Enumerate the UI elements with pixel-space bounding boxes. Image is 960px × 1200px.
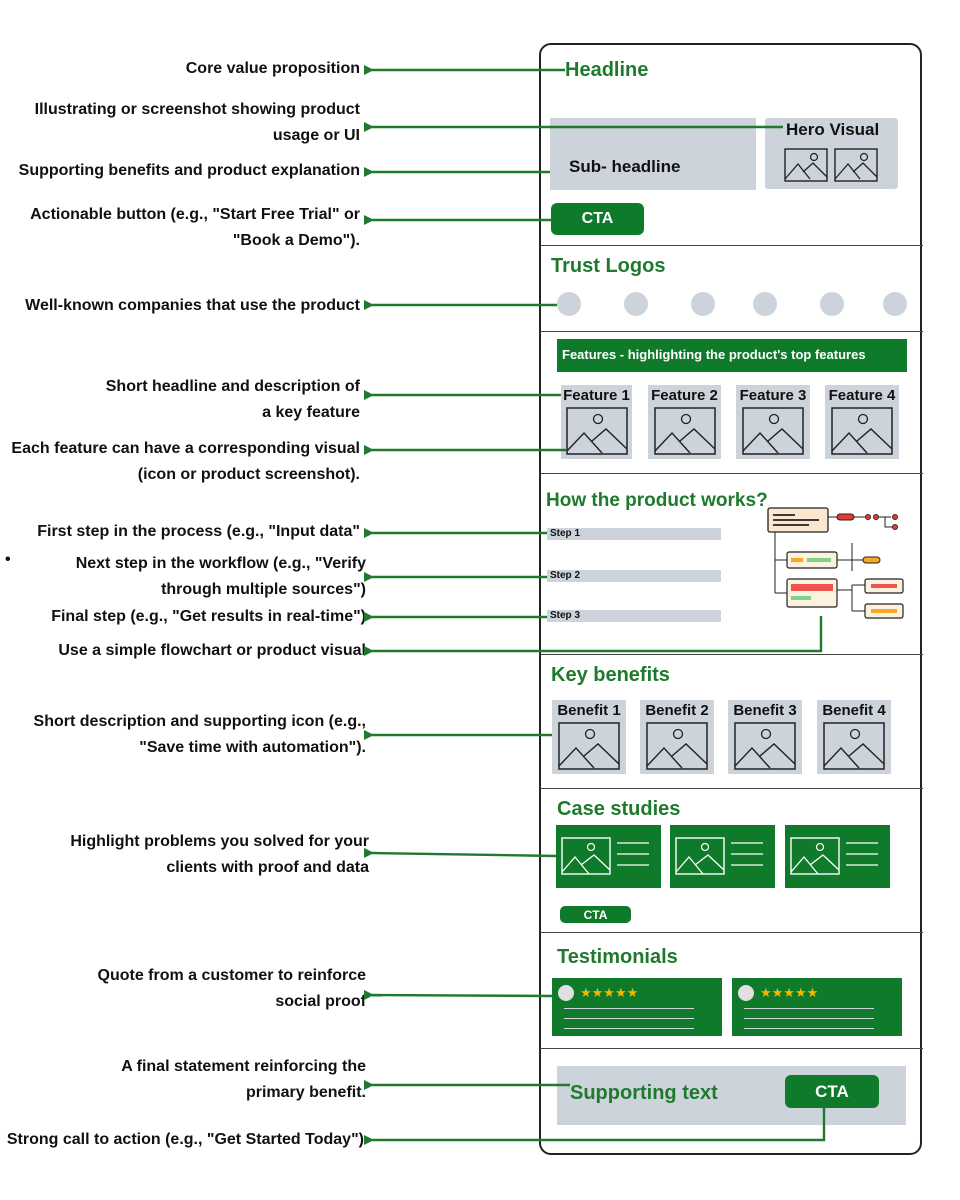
- case-study-image-icon: [561, 837, 649, 875]
- benefit-card: Benefit 2: [640, 700, 714, 774]
- arrow-case-studies: [363, 847, 557, 858]
- flowchart-illustration: [767, 507, 904, 619]
- hero-visual-label: Hero Visual: [786, 120, 880, 139]
- section-divider: [540, 788, 923, 789]
- benefit-image-icon: [734, 722, 796, 770]
- hero-visual-box: Hero Visual: [765, 118, 898, 189]
- annotation-trust-logos: Well-known companies that use the produc…: [25, 297, 360, 314]
- hero-image-icon: [834, 148, 878, 182]
- annotation-final-cta: Strong call to action (e.g., "Get Starte…: [6, 1131, 364, 1148]
- benefit-image-icon: [646, 722, 708, 770]
- case-study-image-icon: [790, 837, 878, 875]
- annotation-hero-visual: Illustrating or screenshot showing produ…: [34, 101, 360, 144]
- final-cta-button[interactable]: CTA: [785, 1075, 879, 1108]
- sub-headline-box: Sub- headline: [550, 118, 756, 190]
- annotation-step-1: First step in the process (e.g., "Input …: [37, 523, 360, 540]
- annotation-sub-headline: Supporting benefits and product explanat…: [18, 162, 360, 179]
- feature-card-label: Feature 2: [651, 387, 718, 404]
- hero-cta-button[interactable]: CTA: [551, 203, 644, 235]
- feature-image-icon: [742, 407, 804, 455]
- benefit-image-icon: [558, 722, 620, 770]
- features-banner-label: Features - highlighting the product's to…: [562, 347, 866, 362]
- quote-line: [564, 1018, 694, 1019]
- sub-headline-label: Sub- headline: [569, 157, 681, 176]
- trust-logos-title: Trust Logos: [551, 255, 666, 277]
- avatar: [738, 985, 754, 1001]
- bullet-point: •: [5, 551, 11, 568]
- annotation-feature-visual: Each feature can have a corresponding vi…: [11, 440, 360, 483]
- feature-card: Feature 4: [825, 385, 899, 459]
- annotation-flowchart: Use a simple flowchart or product visual: [58, 642, 366, 659]
- benefit-card: Benefit 4: [817, 700, 891, 774]
- step-bar: Step 3: [547, 610, 721, 622]
- annotation-step-3: Final step (e.g., "Get results in real-t…: [51, 608, 366, 625]
- feature-card-label: Feature 1: [563, 387, 630, 404]
- benefit-card-label: Benefit 4: [822, 702, 886, 719]
- case-studies-title: Case studies: [557, 798, 681, 820]
- case-study-card: [785, 825, 890, 888]
- case-study-card: [556, 825, 661, 888]
- benefit-card-label: Benefit 3: [733, 702, 797, 719]
- company-logo-placeholder: [820, 292, 844, 316]
- quote-line: [744, 1028, 874, 1029]
- feature-card: Feature 1: [561, 385, 632, 459]
- testimonials-title: Testimonials: [557, 946, 678, 968]
- feature-card: Feature 2: [648, 385, 721, 459]
- benefit-card-label: Benefit 1: [557, 702, 621, 719]
- annotation-benefits: Short description and supporting icon (e…: [33, 713, 366, 756]
- quote-line: [744, 1018, 874, 1019]
- section-divider: [540, 654, 923, 655]
- section-divider: [540, 331, 923, 332]
- feature-image-icon: [831, 407, 893, 455]
- quote-line: [564, 1008, 694, 1009]
- feature-card: Feature 3: [736, 385, 810, 459]
- feature-image-icon: [566, 407, 628, 455]
- step-bar: Step 1: [547, 528, 721, 540]
- key-benefits-title: Key benefits: [551, 664, 670, 686]
- benefit-image-icon: [823, 722, 885, 770]
- rating-stars: ★★★★★: [760, 985, 819, 1000]
- testimonial-card: ★★★★★: [732, 978, 902, 1036]
- quote-line: [564, 1028, 694, 1029]
- section-divider: [540, 932, 923, 933]
- feature-card-label: Feature 4: [828, 387, 896, 404]
- annotation-step-2: Next step in the workflow (e.g., "Verify…: [75, 555, 366, 598]
- case-study-card: [670, 825, 775, 888]
- testimonial-card: ★★★★★: [552, 978, 722, 1036]
- headline-label: Headline: [565, 59, 649, 81]
- company-logo-placeholder: [691, 292, 715, 316]
- company-logo-placeholder: [557, 292, 581, 316]
- hero-image-icon: [784, 148, 828, 182]
- supporting-text: Supporting text: [570, 1082, 718, 1104]
- company-logo-placeholder: [624, 292, 648, 316]
- section-divider: [540, 245, 923, 246]
- rating-stars: ★★★★★: [580, 985, 639, 1000]
- benefit-card: Benefit 3: [728, 700, 802, 774]
- feature-image-icon: [654, 407, 716, 455]
- arrow-testimonials: [363, 989, 553, 1000]
- step-bar: Step 2: [547, 570, 721, 582]
- quote-line: [744, 1008, 874, 1009]
- company-logo-placeholder: [883, 292, 907, 316]
- benefit-card: Benefit 1: [552, 700, 626, 774]
- section-divider: [540, 473, 923, 474]
- annotation-cta: Actionable button (e.g., "Start Free Tri…: [30, 206, 360, 249]
- section-divider: [540, 1048, 923, 1049]
- benefit-card-label: Benefit 2: [645, 702, 709, 719]
- avatar: [558, 985, 574, 1001]
- feature-card-label: Feature 3: [739, 387, 807, 404]
- case-study-image-icon: [675, 837, 763, 875]
- annotation-core-value: Core value proposition: [185, 60, 360, 77]
- how-it-works-title: How the product works?: [546, 490, 768, 511]
- case-studies-cta-button[interactable]: CTA: [560, 906, 631, 923]
- company-logo-placeholder: [753, 292, 777, 316]
- features-banner: Features - highlighting the product's to…: [557, 339, 907, 372]
